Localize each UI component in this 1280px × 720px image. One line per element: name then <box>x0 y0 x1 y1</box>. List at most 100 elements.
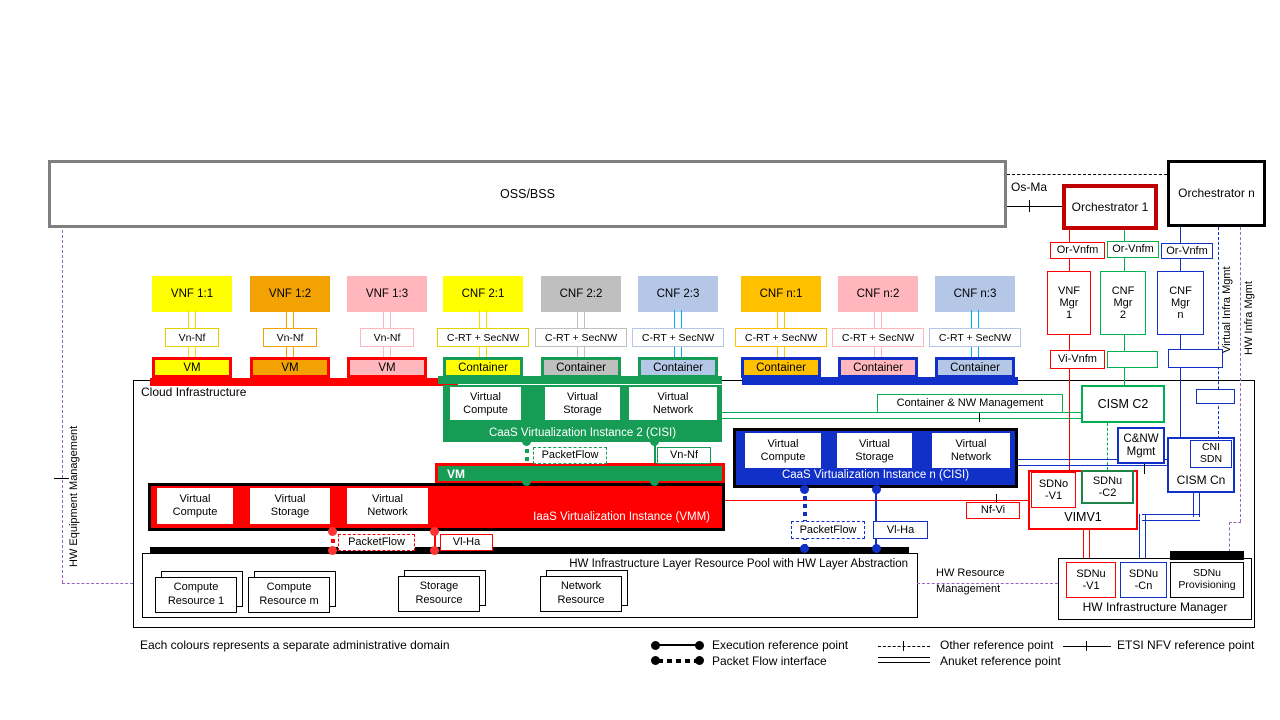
caas2-vnnf-label-box: Vn-Nf <box>657 447 711 464</box>
sdnu-provisioning-label: SDNu Provisioning <box>1178 567 1236 591</box>
caasn-packetflow-label-box: PacketFlow <box>791 521 865 539</box>
or-vnfm-label: Or-Vnfm <box>1166 244 1208 257</box>
packetflow-line-glyph <box>658 659 702 663</box>
packetflow-dot <box>328 527 337 536</box>
vim-sdnu-line <box>1083 530 1090 562</box>
vim-v1-label: VIMV1 <box>1064 510 1102 524</box>
network-resource: Network Resource <box>540 570 628 612</box>
resource-label: Storage Resource <box>398 576 480 612</box>
legend-dot <box>651 641 660 650</box>
admin-domain-footnote: Each colours represents a separate admin… <box>140 638 450 652</box>
execution-line-glyph <box>658 644 702 646</box>
nf-runtime-box: Container <box>638 357 718 378</box>
legend-other-label: Other reference point <box>940 638 1054 652</box>
or-vnfm-box-red: Or-Vnfm <box>1050 242 1105 259</box>
sdnu-provisioning-box: SDNu Provisioning <box>1170 562 1244 598</box>
orchestrator-1-label: Orchestrator 1 <box>1071 199 1149 214</box>
nf-reference-point-label: Vn-Nf <box>165 328 219 347</box>
nf-column: CNF 2:1 C-RT + SecNW Container <box>437 276 529 378</box>
iaas-packetflow-label-box: PacketFlow <box>338 534 415 551</box>
nf-reference-point-label: C-RT + SecNW <box>632 328 724 347</box>
resource-label: Compute Resource m <box>248 577 330 613</box>
legend-dot <box>695 641 704 650</box>
nf-column: CNF 2:2 C-RT + SecNW Container <box>535 276 627 378</box>
other-ref-line-glyph <box>878 646 930 647</box>
nf-reference-point-label: C-RT + SecNW <box>535 328 627 347</box>
iaas-domain-bar <box>150 378 458 386</box>
caas2-virtual-compute: Virtual Compute <box>450 387 521 420</box>
caasn-domain-bar <box>742 377 1018 385</box>
caas2-box: Virtual Compute Virtual Storage Virtual … <box>443 385 722 442</box>
execution-dot <box>872 544 881 553</box>
execution-dot <box>430 527 439 536</box>
os-ma-tick <box>1029 200 1030 212</box>
vnf-mgr-1-box: VNF Mgr 1 <box>1047 271 1091 335</box>
virtual-infra-mgmt-line <box>1218 227 1219 439</box>
nf-column: VNF 1:1 Vn-Nf VM <box>152 276 232 378</box>
hw-infra-manager-label: HW Infrastructure Manager <box>1082 599 1228 614</box>
os-ma-line <box>1007 206 1062 207</box>
hw-abstraction-bar <box>150 547 909 554</box>
caasn-cismcn-anuket-line <box>1017 459 1168 466</box>
hw-resource-mgmt-line <box>917 583 1058 584</box>
cnf-mgr-n-box: CNF Mgr n <box>1157 271 1204 335</box>
empty-ref-box-green <box>1107 351 1158 368</box>
resource-label: Network Resource <box>540 576 622 612</box>
empty-blue-box <box>1196 389 1235 404</box>
legend-packetflow-label: Packet Flow interface <box>712 654 827 668</box>
legend-dot <box>651 656 660 665</box>
caas2-title: CaaS Virtualization Instance 2 (CISI) <box>488 427 677 439</box>
nf-column: CNF n:2 C-RT + SecNW Container <box>832 276 924 378</box>
nf-reference-point-label: Vn-Nf <box>263 328 317 347</box>
nf-function-box: CNF 2:3 <box>638 276 718 312</box>
storage-resource: Storage Resource <box>398 570 486 612</box>
caas2-domain-bar <box>438 376 722 384</box>
caasn-packetflow-line <box>803 488 807 548</box>
os-ma-label: Os-Ma <box>1011 180 1047 194</box>
nf-vi-tick <box>996 494 997 506</box>
iaas-virtual-storage: Virtual Storage <box>250 488 330 524</box>
nf-runtime-box: Container <box>838 357 918 378</box>
compute-resource-m: Compute Resource m <box>248 571 336 613</box>
sdnu-c2-box: SDNu -C2 <box>1081 470 1134 504</box>
vnf-mgr-1-label: VNF Mgr 1 <box>1058 284 1080 322</box>
iaas-vlha-line <box>434 531 436 552</box>
caas2-packetflow-label-box: PacketFlow <box>533 447 607 464</box>
vn-nf-label: Vn-Nf <box>669 449 699 462</box>
nf-column: VNF 1:3 Vn-Nf VM <box>347 276 427 378</box>
container-nw-mgmt-label: Container & NW Management <box>896 397 1044 410</box>
nf-runtime-box: VM <box>347 357 427 378</box>
cnw-mgmt-box: C&NW Mgmt <box>1117 427 1165 464</box>
nf-reference-point-label: C-RT + SecNW <box>735 328 827 347</box>
execution-dot <box>522 477 531 486</box>
iaas-box: Virtual Compute Virtual Storage Virtual … <box>148 483 725 531</box>
hw-infra-mgmt-jog <box>1229 522 1241 523</box>
hw-equipment-mgmt-line-h <box>62 583 133 584</box>
cism-c2-label: CISM C2 <box>1097 397 1149 411</box>
nf-reference-point-label: C-RT + SecNW <box>832 328 924 347</box>
caasn-box: Virtual Compute Virtual Storage Virtual … <box>733 428 1018 488</box>
packetflow-label: PacketFlow <box>541 449 599 462</box>
execution-dot <box>522 437 531 446</box>
sdnu-cn-label: SDNu -Cn <box>1128 567 1159 592</box>
cism-cn-label: CISM Cn <box>1176 472 1226 487</box>
hw-infra-mgmt-line2 <box>1229 522 1230 552</box>
cni-sdn-box: CNI SDN <box>1190 440 1232 468</box>
vm-host-bar: VM <box>435 463 725 484</box>
cism-c2-box: CISM C2 <box>1081 385 1165 423</box>
caasn-title: CaaS Virtualization Instance n (CISI) <box>781 469 970 481</box>
oss-bss-label: OSS/BSS <box>500 187 555 201</box>
empty-ref-box-blue <box>1168 349 1223 368</box>
cismcn-sdnu-line-h <box>1142 514 1200 521</box>
or-vnfm-label: Or-Vnfm <box>1056 244 1099 257</box>
sdnu-c2-label: SDNu -C2 <box>1092 474 1123 499</box>
sdnu-v1-label: SDNu -V1 <box>1076 567 1106 592</box>
cnf-mgr-2-label: CNF Mgr 2 <box>1111 284 1135 322</box>
nf-reference-point-label: C-RT + SecNW <box>929 328 1021 347</box>
hw-infra-mgmt-line <box>1240 227 1241 522</box>
cismcn-sdnu-line-v2 <box>1139 514 1146 562</box>
etsi-ref-line-glyph <box>1063 646 1111 647</box>
container-nw-mgmt-box: Container & NW Management <box>877 394 1063 413</box>
sdno-v1-box: SDNo -V1 <box>1031 472 1076 508</box>
caasn-vlha-label-box: Vl-Ha <box>873 521 928 539</box>
